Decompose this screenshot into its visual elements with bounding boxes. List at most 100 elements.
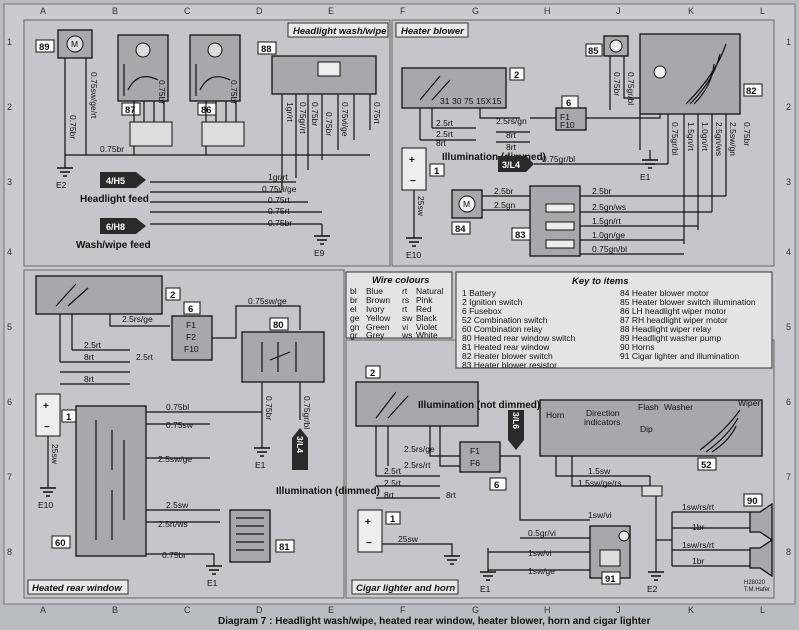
term-15x: 15X bbox=[476, 96, 491, 106]
key-left-5: 80 Heated rear window switch bbox=[462, 333, 576, 343]
wc-4-name: Green bbox=[366, 322, 390, 332]
switch-82-lamp-icon bbox=[653, 65, 667, 79]
wire-label-w8: 0.75br bbox=[324, 112, 334, 136]
earth-e2b: E2 bbox=[647, 584, 658, 594]
earth-e1c: E1 bbox=[207, 578, 218, 588]
grid-col-c: C bbox=[184, 6, 191, 16]
label-box-85 bbox=[585, 43, 603, 57]
indicators-label: indicators bbox=[584, 417, 620, 427]
key-left-0: 1 Battery bbox=[462, 288, 497, 298]
heater-section: 31 30 75 15X 15 2 2.5rt 2.5rt 8rt 2.5rs/… bbox=[401, 33, 763, 260]
grid-col-k-bottom: K bbox=[688, 605, 694, 615]
label-box-6c bbox=[489, 477, 507, 491]
grid-col-f-bottom: F bbox=[400, 605, 406, 615]
component-label-2c: 2 bbox=[370, 368, 375, 379]
key-right-3: 87 RH headlight wiper motor bbox=[620, 315, 728, 325]
wire-label-r3: 2.5rt bbox=[136, 352, 154, 362]
grid-row-7-right: 7 bbox=[786, 472, 791, 482]
wire-label-r7: 0.75bl bbox=[166, 402, 189, 412]
wc-2-name: Ivory bbox=[366, 304, 385, 314]
wire-label-h15: 1.0gn/ge bbox=[592, 230, 625, 240]
wire-label-w10: 0.75rt bbox=[372, 102, 382, 124]
wire-colours-table: Wire colours bl Blue rt Natural br Brown… bbox=[345, 271, 453, 340]
wire-label-g7: 1sw/vi bbox=[588, 510, 612, 520]
earth-e1a: E1 bbox=[640, 172, 651, 182]
component-label-83: 83 bbox=[515, 230, 526, 241]
key-right-6: 90 Horns bbox=[620, 342, 655, 352]
wc-3-code: ge bbox=[350, 313, 360, 323]
wire-label-g11: 1sw/ge bbox=[528, 566, 555, 576]
direction-label: Direction bbox=[586, 408, 620, 418]
wire-label-h13: 2.5gn/ws bbox=[592, 202, 626, 212]
grid-col-c-bottom: C bbox=[184, 605, 191, 615]
label-box-91 bbox=[601, 571, 621, 585]
component-label-88: 88 bbox=[261, 44, 272, 55]
wire-label-h20: 0.75gr/bl bbox=[670, 122, 680, 155]
wc-1-code: br bbox=[350, 295, 358, 305]
label-box-2c bbox=[365, 365, 381, 379]
fuse-f1c: F1 bbox=[470, 446, 480, 456]
wc-2-name2: Red bbox=[416, 304, 432, 314]
label-box-88 bbox=[257, 41, 277, 55]
term-75: 75 bbox=[464, 96, 474, 106]
wire-label-r6: 0.75sw/ge bbox=[248, 296, 287, 306]
battery-minus-glyph: − bbox=[410, 176, 416, 187]
wire-label-h8: 0.75br bbox=[612, 72, 622, 96]
title-box-rear bbox=[27, 579, 129, 595]
wire-label-g16: 1sw/rs/rt bbox=[682, 540, 715, 550]
wire-label-w1: 0.75br bbox=[68, 115, 78, 139]
label-box-84 bbox=[451, 221, 471, 235]
grid-col-k: K bbox=[688, 6, 694, 16]
grid-col-l: L bbox=[760, 6, 765, 16]
grid-col-e: E bbox=[328, 6, 334, 16]
battery-1b bbox=[35, 393, 61, 437]
wire-label-g6: 8rt bbox=[446, 490, 457, 500]
label-box-90 bbox=[743, 493, 763, 507]
wire-label-r1: 2.5rs/ge bbox=[122, 314, 153, 324]
wc-0-code: bl bbox=[350, 286, 357, 296]
component-label-90: 90 bbox=[747, 496, 758, 507]
wire-label-w12: 1gr/rt bbox=[268, 172, 288, 182]
panel-title-headlight: Headlight wash/wipe bbox=[293, 26, 387, 37]
wire-colours-box bbox=[345, 271, 453, 339]
arrow-3l4-a bbox=[498, 156, 534, 172]
wire-label-r4: 8rt bbox=[84, 352, 95, 362]
arrow-label-3l4-a: 3/L4 bbox=[502, 160, 520, 170]
wc-2-code2: rt bbox=[402, 304, 408, 314]
grid-row-6-right: 6 bbox=[786, 397, 791, 407]
wc-4-name2: Violet bbox=[416, 322, 438, 332]
arrow-3l4-b bbox=[292, 428, 308, 470]
wc-4-code: gn bbox=[350, 322, 360, 332]
battery-c-plus: + bbox=[365, 517, 371, 528]
wire-label-r11: 2.5rt/ws bbox=[158, 519, 188, 529]
component-label-91: 91 bbox=[605, 574, 616, 585]
wiper-motor-86-icon bbox=[207, 42, 223, 58]
wire-label-h18: 0.75br bbox=[742, 122, 752, 146]
resistor-3-icon bbox=[545, 239, 575, 249]
wire-label-h11: 2.5gn bbox=[494, 200, 516, 210]
wire-colours-title: Wire colours bbox=[372, 275, 429, 286]
label-box-1c bbox=[385, 511, 401, 525]
dip-label: Dip bbox=[640, 424, 653, 434]
wire-label-g4: 2.5rt bbox=[384, 478, 402, 488]
wire-label-h22: 2.5gn/ws bbox=[714, 122, 724, 156]
component-label-60: 60 bbox=[55, 538, 66, 549]
component-87-box bbox=[117, 34, 169, 102]
arrow-label-6h8: 6/H8 bbox=[106, 222, 125, 232]
wire-label-r8: 0.75sw bbox=[166, 420, 194, 430]
label-box-81 bbox=[275, 539, 295, 553]
wire-label-w9: 0.75vi/ge bbox=[340, 102, 350, 137]
wire-label-h16: 0.75gn/bl bbox=[592, 244, 627, 254]
wire-label-g3: 2.5rt bbox=[384, 466, 402, 476]
wire-label-h2: 2.5rt bbox=[436, 129, 454, 139]
wire-label-r5: 8rt bbox=[84, 374, 95, 384]
wc-1-name2: Pink bbox=[416, 295, 433, 305]
wc-5-name: Grey bbox=[366, 330, 385, 340]
grid-col-b-bottom: B bbox=[112, 605, 118, 615]
credit-id: H28020 bbox=[744, 580, 766, 586]
cigar-lamp-icon bbox=[618, 530, 630, 542]
cigar-horn-section: 2 Illumination (not dimmed) 2.5rs/ge 2.5… bbox=[355, 365, 773, 594]
component-label-6c: 6 bbox=[494, 480, 499, 491]
fuse-f2b: F2 bbox=[186, 332, 196, 342]
